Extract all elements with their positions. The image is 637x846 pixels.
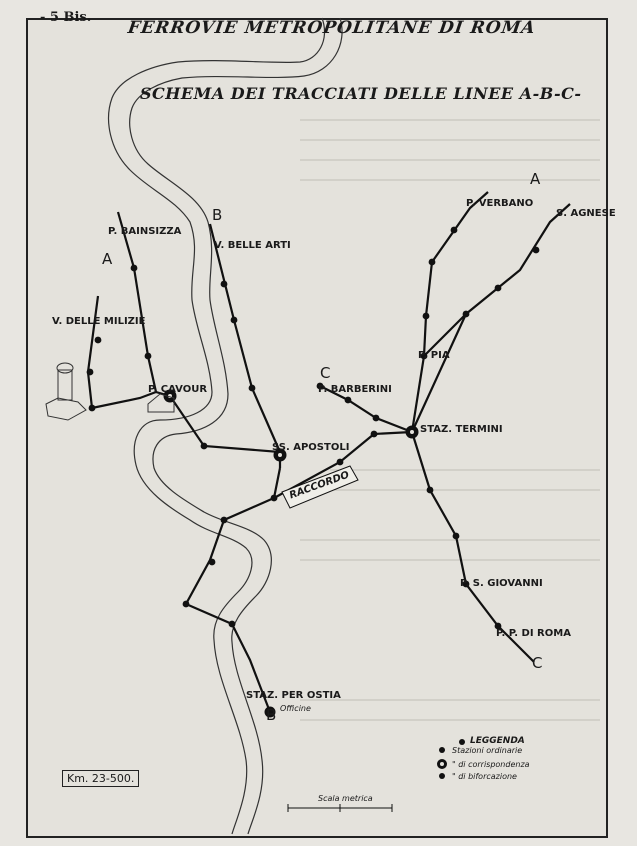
line-letter-b-south: B bbox=[266, 706, 277, 724]
line-b bbox=[184, 223, 282, 713]
legend-item-interchange: " di corrispondenza bbox=[452, 760, 530, 769]
line-letter-c-north: C bbox=[320, 364, 331, 382]
station-belle-arti: V. BELLE ARTI bbox=[214, 240, 291, 251]
raccordo-box bbox=[281, 465, 359, 509]
scale-bar bbox=[287, 804, 393, 812]
station-dots bbox=[86, 226, 540, 630]
page-number: - 5 Bis. bbox=[40, 10, 92, 25]
interchange-stations bbox=[163, 389, 419, 718]
station-ostia: STAZ. PER OSTIA bbox=[246, 690, 341, 701]
line-letter-b-north: B bbox=[212, 206, 223, 224]
station-bainsizza: P. BAINSIZZA bbox=[108, 226, 182, 237]
legend-item-ordinary: Stazioni ordinarie bbox=[452, 746, 523, 755]
scale-label: Scala metrica bbox=[318, 794, 373, 803]
station-cavour: P. CAVOUR bbox=[148, 384, 208, 395]
line-letter-a-east: A bbox=[530, 170, 541, 188]
station-pia: P. PIA bbox=[418, 350, 450, 361]
city-hatching bbox=[300, 119, 600, 721]
line-a-east bbox=[410, 191, 571, 433]
legend-item-branch: " di biforcazione bbox=[452, 772, 517, 781]
station-porta-roma: P. P. DI ROMA bbox=[496, 628, 571, 639]
station-barberini: P. BARBERINI bbox=[318, 384, 392, 395]
km-total: Km. 23-500. bbox=[62, 770, 140, 787]
map-subtitle: SCHEMA DEI TRACCIATI DELLE LINEE A-B-C- bbox=[140, 84, 582, 103]
map-title: FERROVIE METROPOLITANE DI ROMA bbox=[126, 18, 537, 38]
station-agnese: S. AGNESE bbox=[556, 208, 616, 219]
station-ss-apostoli: SS. APOSTOLI bbox=[272, 442, 350, 453]
line-letter-c-south: C bbox=[532, 654, 543, 672]
line-c bbox=[273, 385, 535, 663]
station-officine: Officine bbox=[280, 704, 311, 713]
station-verbano: P. VERBANO bbox=[466, 198, 534, 209]
line-letter-a-west: A bbox=[102, 250, 113, 268]
legend-symbols bbox=[437, 739, 465, 779]
legend-title: LEGGENDA bbox=[470, 736, 525, 746]
station-milizie: V. DELLE MILIZIE bbox=[52, 316, 146, 327]
station-s-giovanni: P. S. GIOVANNI bbox=[460, 578, 543, 589]
map-frame bbox=[26, 18, 608, 838]
station-termini: STAZ. TERMINI bbox=[420, 424, 503, 435]
vatican-icon bbox=[45, 362, 175, 421]
